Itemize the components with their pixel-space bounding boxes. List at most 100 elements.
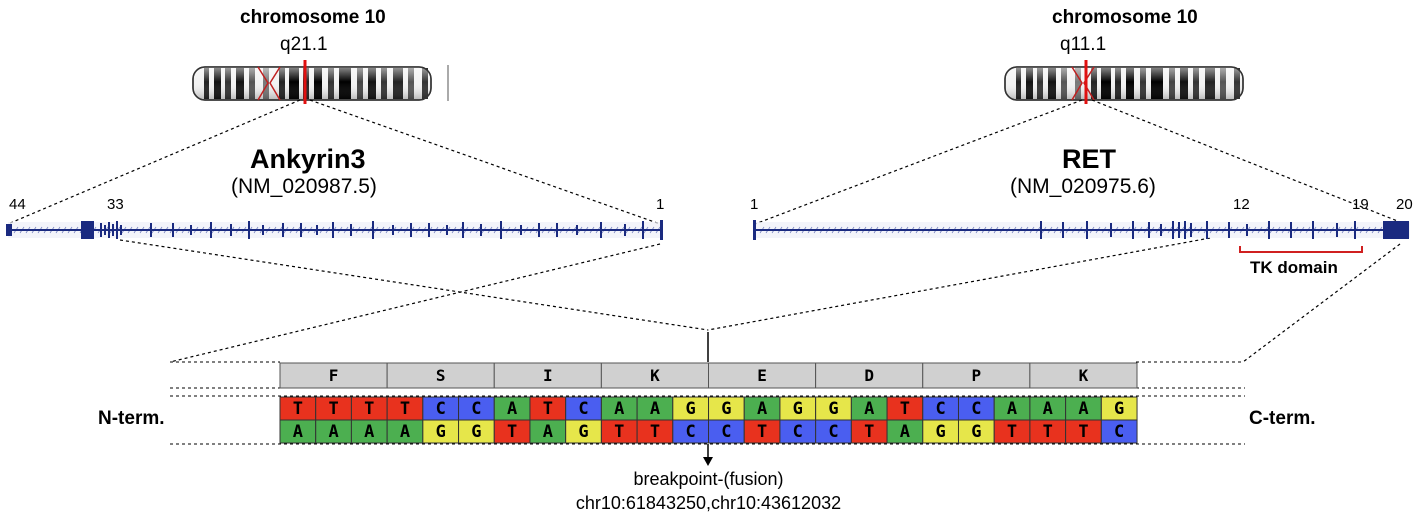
amino-acid-letter: E: [757, 366, 767, 385]
nucleotide-letter: A: [900, 422, 910, 442]
nucleotide-letter: G: [471, 422, 481, 442]
nucleotide-letter: A: [650, 399, 660, 419]
exon-tick: [282, 223, 284, 237]
exon-tick: [108, 222, 110, 238]
nucleotide-letter: C: [793, 422, 803, 442]
nucleotide-letter: T: [1007, 422, 1017, 442]
nucleotide-letter: C: [436, 399, 446, 419]
right-chromosome-ideogram: [1004, 66, 1244, 101]
exon-tick: [462, 222, 464, 238]
breakpoint-label: breakpoint-(fusion): [633, 469, 784, 489]
exon-tick: [1132, 221, 1134, 239]
exon-tick: [112, 224, 114, 236]
amino-acid-letter: I: [543, 366, 553, 385]
nucleotide-letter: A: [1043, 399, 1053, 419]
exon-tick: [1246, 224, 1248, 236]
left-chromosome-title: chromosome 10: [240, 7, 386, 28]
exon-tick: [1110, 223, 1112, 237]
amino-acid-box: [922, 362, 1031, 389]
nucleotide-letter: A: [507, 399, 517, 419]
exon-tick: [172, 223, 174, 237]
exon-tick: [1148, 222, 1150, 238]
exon-tick: [350, 224, 352, 236]
nucleotide-letter: G: [828, 399, 838, 419]
nucleotide-letter: G: [686, 399, 696, 419]
exon-tick: [300, 223, 302, 237]
nucleotide-letter: T: [757, 422, 767, 442]
exon-tick: [1336, 223, 1338, 237]
exon-tick: [116, 221, 118, 239]
amino-acid-letter: K: [1079, 366, 1089, 385]
ankyrin3-gene-model: [6, 220, 663, 240]
exon-tick: [230, 224, 232, 236]
exon-tick: [1184, 221, 1186, 239]
exon-tick: [262, 225, 264, 235]
exon-tick: [520, 225, 522, 235]
exon-tick: [624, 224, 626, 236]
exon-tick: [1160, 224, 1162, 236]
nucleotide-letter: T: [507, 422, 517, 442]
exon-tick: [104, 225, 106, 235]
nucleotide-letter: C: [936, 399, 946, 419]
right-exon-label: 19: [1352, 196, 1369, 213]
nucleotide-letter: C: [828, 422, 838, 442]
nucleotide-letter: T: [614, 422, 624, 442]
nucleotide-letter: C: [471, 399, 481, 419]
exon-tick: [538, 223, 540, 237]
exon-tick: [332, 222, 334, 238]
amino-acid-letter: P: [971, 366, 981, 385]
left-band-label: q21.1: [280, 34, 328, 55]
tk-domain-label: TK domain: [1250, 258, 1338, 277]
exon-tick: [392, 225, 394, 235]
exon-tick: [1172, 221, 1174, 239]
nucleotide-letter: G: [1114, 399, 1124, 419]
nucleotide-letter: A: [543, 422, 553, 442]
exon-tick: [1354, 221, 1356, 239]
nucleotide-letter: T: [364, 399, 374, 419]
nucleotide-letter: T: [328, 399, 338, 419]
exon-tick: [446, 225, 448, 235]
exon-tick: [556, 223, 558, 237]
amino-acid-box: [493, 362, 602, 389]
exon-tick: [1062, 222, 1064, 238]
nucleotide-letter: T: [650, 422, 660, 442]
nucleotide-letter: C: [686, 422, 696, 442]
zoom-lines: [7, 99, 1406, 363]
c-term-label: C-term.: [1249, 408, 1316, 429]
exon-tick: [1206, 221, 1208, 239]
exon-tick: [410, 223, 412, 237]
nucleotide-letter: G: [578, 422, 588, 442]
tk-domain-bracket: [1239, 246, 1363, 253]
exon-tick: [150, 223, 152, 237]
exon-tick: [576, 225, 578, 235]
nucleotide-letter: A: [614, 399, 624, 419]
nucleotide-letter: C: [578, 399, 588, 419]
nucleotide-letter: A: [864, 399, 874, 419]
exon-tick: [480, 224, 482, 236]
nucleotide-letter: C: [1114, 422, 1124, 442]
amino-acid-letter: S: [436, 366, 446, 385]
exon-tick: [100, 223, 102, 237]
nucleotide-letter: A: [1078, 399, 1088, 419]
exon-tick: [1290, 222, 1292, 238]
nucleotide-letter: A: [757, 399, 767, 419]
nucleotide-letter: A: [400, 422, 410, 442]
nucleotide-letter: T: [1078, 422, 1088, 442]
nucleotide-letter: C: [721, 422, 731, 442]
right-accession: (NM_020975.6): [1010, 175, 1156, 198]
right-band-label: q11.1: [1060, 34, 1107, 55]
exon-tick: [316, 225, 318, 235]
nucleotide-box: [1100, 419, 1138, 444]
nucleotide-letter: T: [400, 399, 410, 419]
n-term-label: N-term.: [98, 408, 165, 429]
right-exon-label: 20: [1396, 196, 1413, 213]
exon-tick: [1268, 221, 1270, 239]
nucleotide-letter: T: [543, 399, 553, 419]
breakpoint-arrow: [703, 457, 713, 466]
nucleotide-letter: A: [364, 422, 374, 442]
nucleotide-letter: T: [1043, 422, 1053, 442]
nucleotide-letter: A: [293, 422, 303, 442]
